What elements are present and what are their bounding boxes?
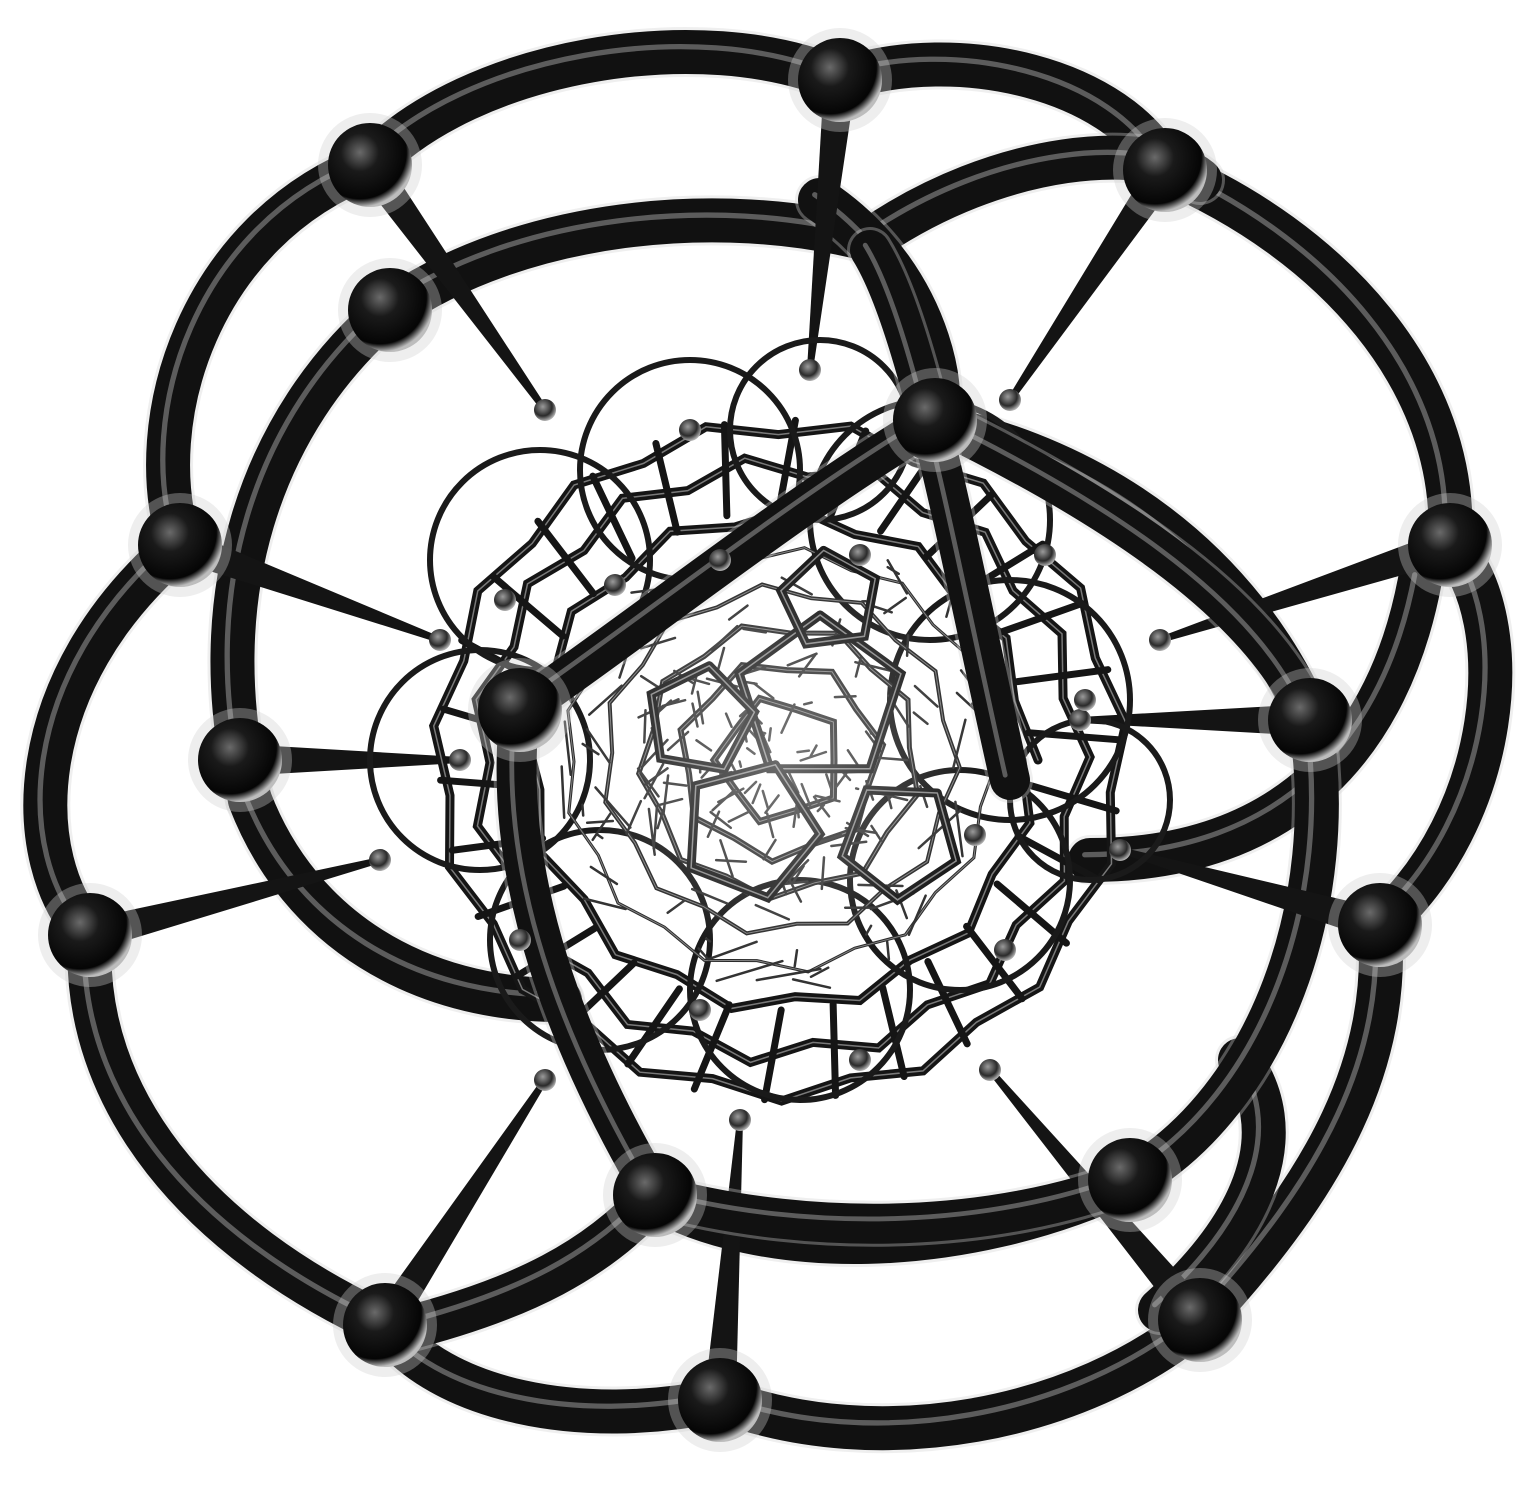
- lattice-node-3: [1149, 629, 1171, 651]
- lattice-node-5: [979, 1059, 1001, 1081]
- joint-node-14: [1268, 678, 1352, 762]
- lattice-node-2: [999, 389, 1021, 411]
- joint-node-9: [138, 503, 222, 587]
- outer-tube-7: [84, 930, 385, 1325]
- lattice-node-23: [709, 549, 731, 571]
- joint-node-2: [1123, 128, 1207, 212]
- lattice-node-7: [534, 1069, 556, 1091]
- lattice-node-9: [429, 629, 451, 651]
- joint-node-10: [348, 268, 432, 352]
- lattice-node-14: [1034, 544, 1056, 566]
- outer-tube-0: [365, 47, 840, 165]
- lattice-node-6: [729, 1109, 751, 1131]
- lattice-node-18: [689, 999, 711, 1021]
- front-tube-3: [650, 1175, 1130, 1224]
- inner-link-8: [887, 942, 889, 960]
- middle-link-21: [724, 425, 726, 516]
- lattice-node-11: [1069, 709, 1091, 731]
- lattice-node-22: [964, 824, 986, 846]
- lattice-node-10: [449, 749, 471, 771]
- inner-link-22: [757, 969, 821, 980]
- outer-tube-2: [1160, 165, 1451, 545]
- middle-link-18: [538, 521, 594, 593]
- lattice-node-20: [494, 589, 516, 611]
- joint-node-0: [328, 123, 412, 207]
- joint-node-15: [613, 1153, 697, 1237]
- joint-node-1: [798, 38, 882, 122]
- joint-node-5: [1158, 1278, 1242, 1362]
- joint-node-11: [198, 718, 282, 802]
- inner-link-127: [888, 560, 907, 593]
- joint-node-16: [1088, 1138, 1172, 1222]
- outer-tube-5-body: [720, 1320, 1200, 1428]
- outer-tube-0-body: [370, 52, 840, 165]
- inner-link-42: [562, 767, 565, 818]
- lattice-node-17: [849, 1049, 871, 1071]
- outer-tube-8: [40, 540, 180, 935]
- middle-link-6: [833, 1004, 835, 1095]
- lattice-node-15: [1074, 689, 1096, 711]
- lattice-node-0: [534, 399, 556, 421]
- joint-node-7: [343, 1283, 427, 1367]
- lattice-node-13: [849, 544, 871, 566]
- joint-node-3: [1408, 503, 1492, 587]
- joint-node-13: [893, 378, 977, 462]
- lattice-node-4: [1109, 839, 1131, 861]
- joint-node-12: [478, 668, 562, 752]
- lattice-node-8: [369, 849, 391, 871]
- joint-node-6: [678, 1358, 762, 1442]
- joint-node-4: [1338, 883, 1422, 967]
- lattice-node-19: [509, 929, 531, 951]
- outer-tube-7-body: [89, 935, 385, 1325]
- inner-link-24: [582, 805, 583, 816]
- lattice-node-12: [679, 419, 701, 441]
- lattice-node-16: [994, 939, 1016, 961]
- outer-tube-5: [715, 1315, 1200, 1428]
- inner-link-112: [793, 979, 830, 987]
- lattice-node-1: [799, 359, 821, 381]
- lattice-node-21: [604, 574, 626, 596]
- joint-node-8: [48, 893, 132, 977]
